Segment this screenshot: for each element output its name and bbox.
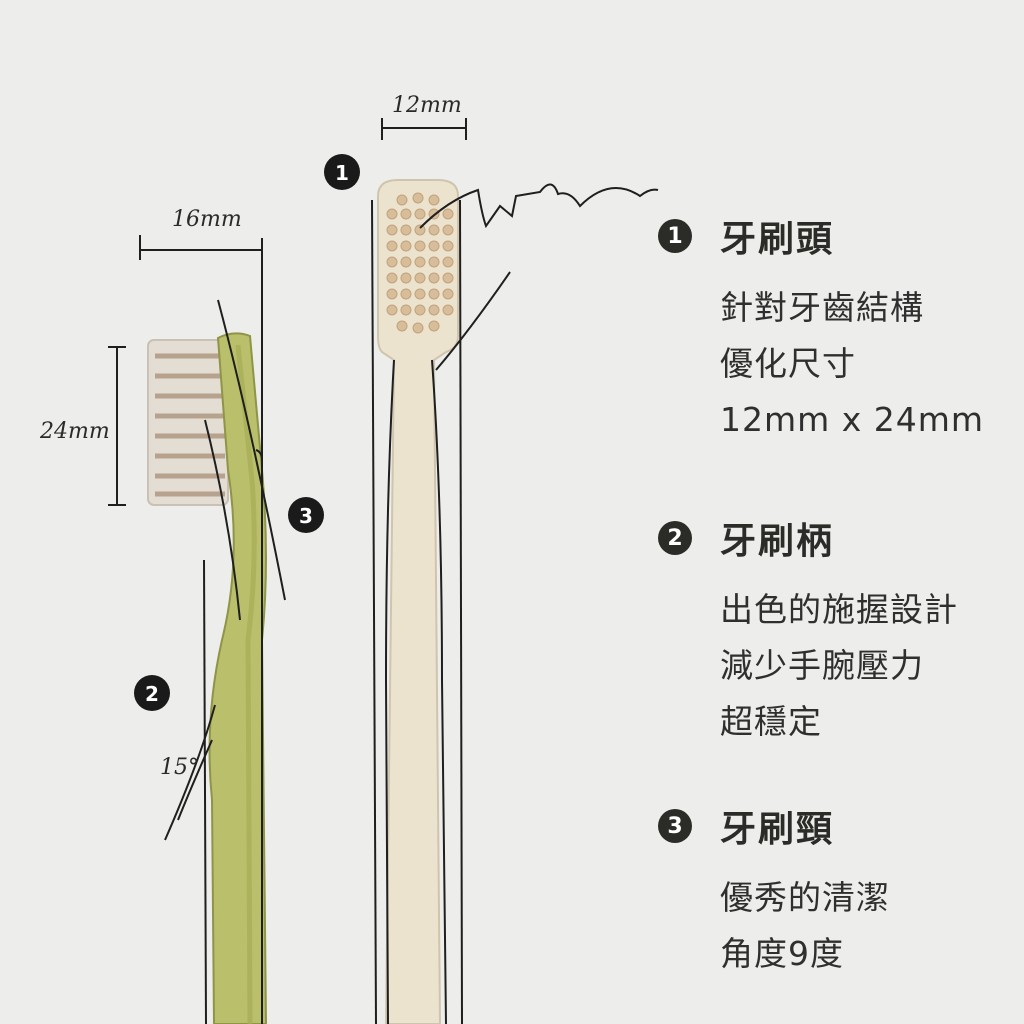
width-label: 12mm xyxy=(392,93,462,118)
height-label: 24mm xyxy=(39,419,110,444)
marker-handle: 2 xyxy=(134,675,170,711)
cream-handle xyxy=(377,179,459,1024)
feature-line: 減少手腕壓力 xyxy=(720,646,924,685)
number-badge: 2 xyxy=(658,521,692,555)
marker-neck: 3 xyxy=(288,497,324,533)
feature-title: 牙刷頸 xyxy=(720,809,835,850)
feature-title: 牙刷頭 xyxy=(720,219,835,260)
svg-text:1: 1 xyxy=(335,161,349,185)
feature-line: 針對牙齒結構 xyxy=(720,288,924,327)
bristle-tips xyxy=(386,192,454,334)
feature-handle: 2 牙刷柄 出色的施握設計 減少手腕壓力 超穩定 xyxy=(658,512,958,750)
feature-line: 超穩定 xyxy=(720,702,822,741)
feature-line: 優秀的清潔 xyxy=(720,878,890,917)
angle-label: 15° xyxy=(160,755,199,780)
side-bristles xyxy=(147,339,229,506)
number-badge: 3 xyxy=(658,809,692,843)
feature-line: 12mm x 24mm xyxy=(720,400,985,439)
marker-head: 1 xyxy=(324,154,360,190)
feature-line: 出色的施握設計 xyxy=(720,590,958,629)
svg-text:2: 2 xyxy=(145,682,159,706)
feature-neck: 3 牙刷頸 優秀的清潔 角度9度 xyxy=(658,800,890,982)
side-width-label: 16mm xyxy=(172,207,242,232)
feature-title: 牙刷柄 xyxy=(720,521,835,562)
feature-head-size: 1 牙刷頭 針對牙齒結構 優化尺寸 12mm x 24mm xyxy=(658,210,984,448)
svg-text:3: 3 xyxy=(299,504,313,528)
feature-line: 角度9度 xyxy=(720,934,844,973)
number-badge: 1 xyxy=(658,219,692,253)
feature-line: 優化尺寸 xyxy=(720,344,856,383)
